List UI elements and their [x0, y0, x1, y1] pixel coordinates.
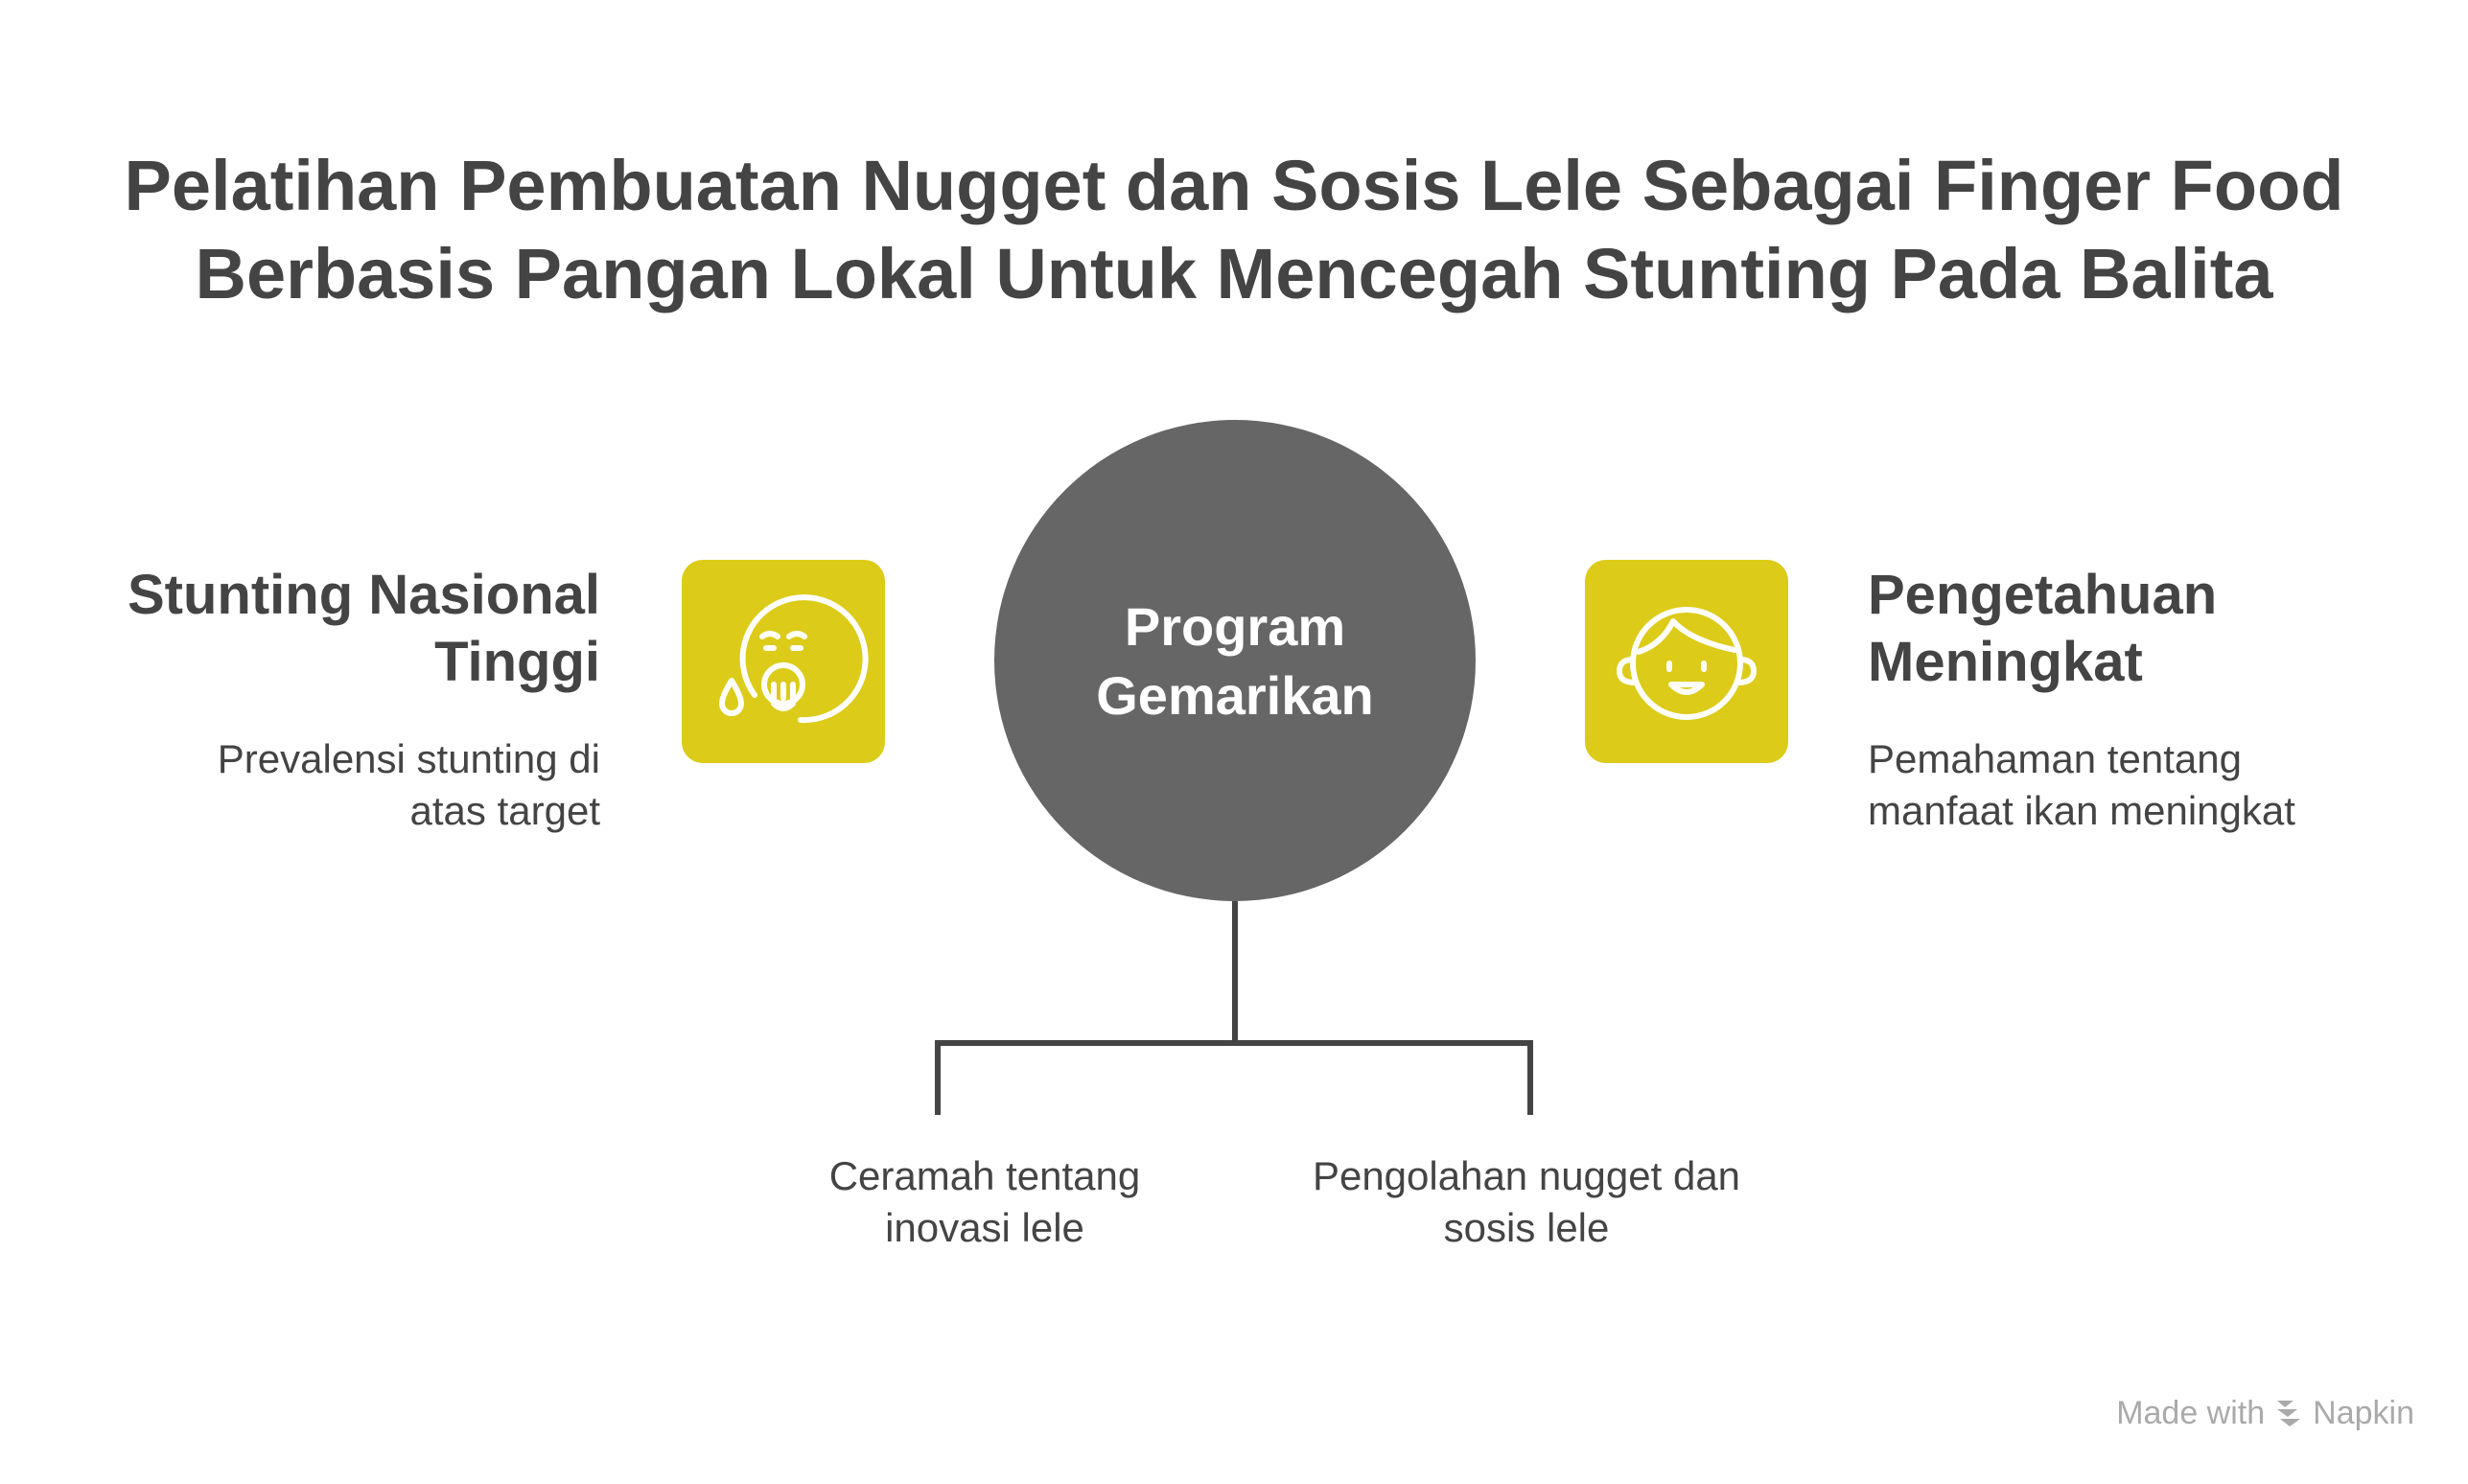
left-desc-line-2: atas target: [409, 788, 600, 833]
right-description: Pemahaman tentang manfaat ikan meningkat: [1868, 733, 2295, 837]
watermark-brand: Napkin: [2313, 1395, 2414, 1431]
right-heading: Pengetahuan Meningkat: [1868, 562, 2217, 696]
smiling-child-face-icon-box: [1585, 560, 1788, 763]
napkin-logo-icon: [2277, 1401, 2301, 1426]
branch-item-ceramah: Ceramah tentang inovasi lele: [697, 1150, 1272, 1254]
right-heading-line-2: Meningkat: [1868, 631, 2143, 693]
smiling-child-face-icon: [1617, 607, 1757, 720]
right-desc-line-2: manfaat ikan meningkat: [1868, 788, 2295, 833]
drooling-face-icon: [719, 594, 869, 724]
branch-2-line-2: sosis lele: [1443, 1205, 1610, 1250]
hub-label-line-1: Program: [1124, 596, 1346, 657]
branch-1-line-1: Ceramah tentang: [828, 1153, 1141, 1198]
right-heading-line-1: Pengetahuan: [1868, 564, 2218, 626]
hub-circle: [994, 420, 1476, 901]
title-line-1: Pelatihan Pembuatan Nugget dan Sosis Lel…: [124, 146, 2344, 225]
left-heading-line-1: Stunting Nasional: [128, 564, 600, 626]
title-line-2: Berbasis Pangan Lokal Untuk Mencegah Stu…: [195, 234, 2273, 313]
left-heading: Stunting Nasional Tinggi: [128, 562, 600, 696]
hub-label: Program Gemarikan: [994, 592, 1476, 730]
watermark-prefix: Made with: [2116, 1395, 2266, 1431]
page-title: Pelatihan Pembuatan Nugget dan Sosis Lel…: [0, 142, 2468, 318]
right-desc-line-1: Pemahaman tentang: [1868, 736, 2242, 781]
left-heading-line-2: Tinggi: [434, 631, 600, 693]
branch-item-pengolahan: Pengolahan nugget dan sosis lele: [1239, 1150, 1814, 1254]
left-description: Prevalensi stunting di atas target: [218, 733, 600, 837]
left-desc-line-1: Prevalensi stunting di: [217, 736, 600, 781]
made-with-napkin-watermark[interactable]: Made with Napkin: [2116, 1392, 2414, 1434]
hub-label-line-2: Gemarikan: [1096, 665, 1374, 726]
branch-2-line-1: Pengolahan nugget dan: [1312, 1153, 1741, 1198]
branch-1-line-2: inovasi lele: [885, 1205, 1084, 1250]
drooling-face-icon-box: [682, 560, 885, 763]
